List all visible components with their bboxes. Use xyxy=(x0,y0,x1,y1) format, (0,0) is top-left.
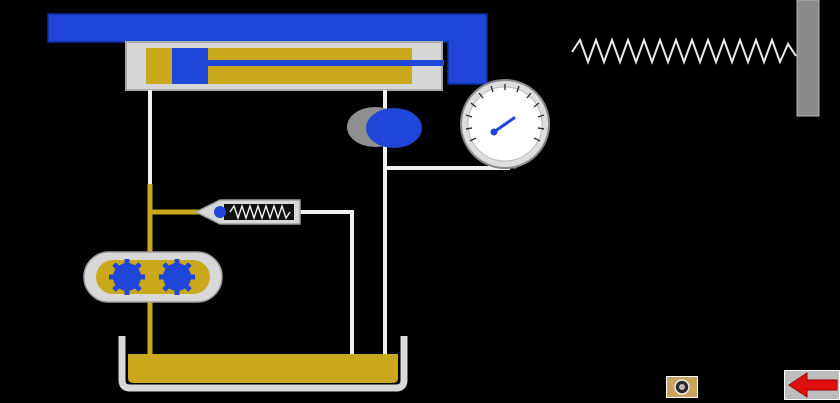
speaker-icon xyxy=(674,379,690,395)
relief-valve xyxy=(194,199,301,225)
check-valve xyxy=(347,107,422,148)
tank-oil xyxy=(128,354,398,383)
pump-gear-right xyxy=(159,259,195,295)
pressure-gauge xyxy=(460,79,550,169)
relief-valve-ball xyxy=(214,206,226,218)
back-button[interactable] xyxy=(784,370,840,400)
gauge-needle xyxy=(492,116,516,134)
gear-pump xyxy=(83,251,223,303)
pump-gear-left xyxy=(109,259,145,295)
load-spring xyxy=(571,37,797,65)
actuator-arm xyxy=(47,13,488,85)
sound-button[interactable] xyxy=(666,376,698,398)
left-arrow-icon xyxy=(788,372,838,398)
oil-tank xyxy=(118,336,408,392)
cylinder-piston xyxy=(172,48,208,84)
piston-rod xyxy=(206,60,444,66)
relief-valve-spring xyxy=(229,203,291,221)
fixed-wall xyxy=(796,0,820,117)
gauge-ticks xyxy=(465,84,545,142)
hydraulic-cylinder xyxy=(125,41,444,91)
pipe-lines xyxy=(148,90,510,356)
